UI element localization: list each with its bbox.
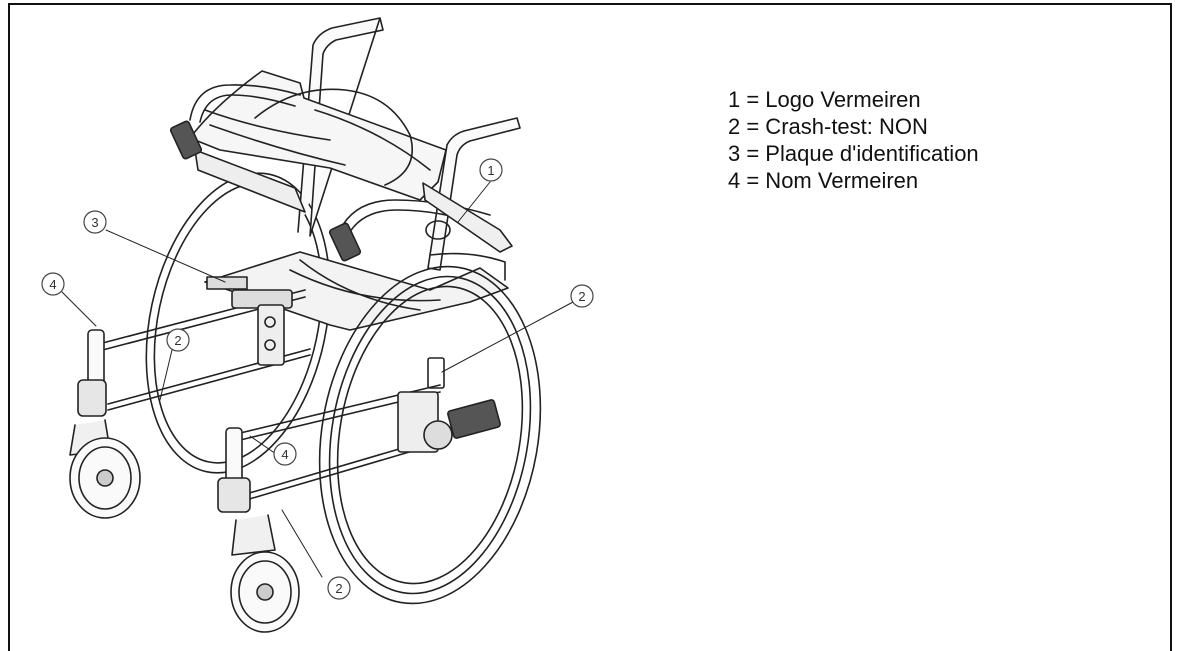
callout-1: 1 (479, 158, 503, 182)
callout-1-label: 1 (487, 163, 494, 178)
callout-2-bottom-label: 2 (335, 581, 342, 596)
backrest-upholstery (189, 70, 447, 213)
callout-2-left: 2 (166, 328, 190, 352)
callout-3-label: 3 (91, 215, 98, 230)
callout-2-rear: 2 (570, 284, 594, 308)
rear-wheel-right (318, 265, 542, 605)
side-frame-right (217, 384, 451, 513)
figure-border (8, 3, 1172, 651)
legend-item-name: 4 = Nom Vermeiren (728, 168, 919, 193)
callout-2-bottom: 2 (327, 576, 351, 600)
caster-left (69, 419, 141, 519)
legend-item-plaque: 3 = Plaque d'identification (728, 141, 979, 166)
callout-2-rear-label: 2 (578, 289, 585, 304)
axle-mount-right (397, 357, 501, 453)
callout-3: 3 (83, 210, 107, 234)
seat (204, 251, 509, 331)
caster-right (230, 514, 300, 633)
callout-4-mid-label: 4 (281, 447, 288, 462)
leader-lines (61, 181, 574, 578)
legend-item-crash-test: 2 = Crash-test: NON (728, 114, 928, 139)
legend: 1 = Logo Vermeiren 2 = Crash-test: NON 3… (728, 86, 979, 194)
axle-mount-left (231, 289, 293, 366)
callout-4-left-label: 4 (49, 277, 56, 292)
callout-2-left-label: 2 (174, 333, 181, 348)
callout-4-left: 4 (41, 272, 65, 296)
armrest-left (169, 84, 301, 160)
callout-4-mid: 4 (273, 442, 297, 466)
armrest-right (328, 182, 513, 262)
legend-item-logo: 1 = Logo Vermeiren (728, 87, 921, 112)
